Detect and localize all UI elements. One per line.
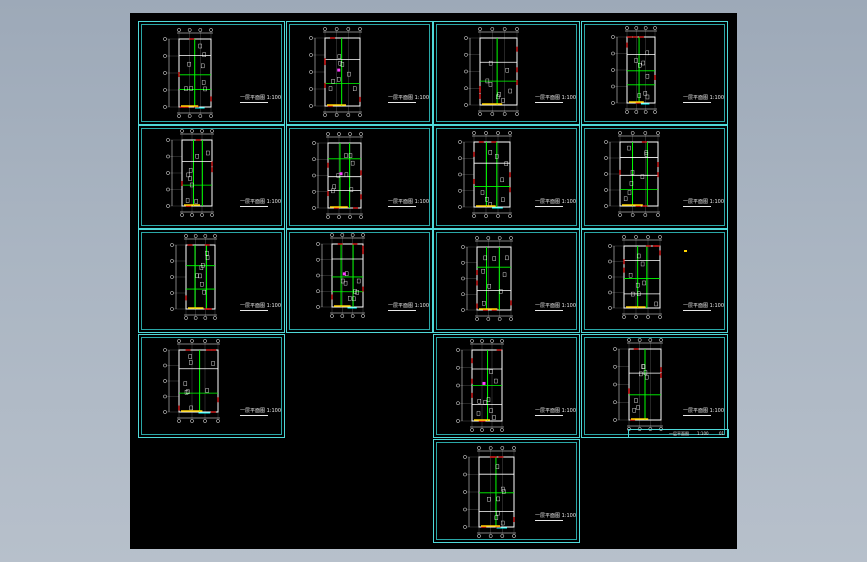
sheet-caption: 一层平面图 1:100	[683, 95, 724, 101]
floor-plan-drawing	[458, 131, 512, 218]
drawing-sheet-7[interactable]: 一层平面图 1:100	[433, 125, 580, 229]
drawing-sheet-11[interactable]: 一层平面图 1:100	[433, 229, 580, 333]
title-block: 一层平面图 1:100 01	[628, 429, 729, 438]
drawing-sheet-2[interactable]: 一层平面图 1:100	[286, 21, 433, 125]
sheet-caption: 一层平面图 1:100	[535, 303, 576, 309]
caption-underline	[240, 206, 268, 207]
sheet-caption: 一层平面图 1:100	[388, 95, 429, 101]
sheet-caption: 一层平面图 1:100	[240, 303, 281, 309]
caption-underline	[388, 102, 416, 103]
floor-plan-drawing	[166, 129, 214, 217]
sheet-caption: 一层平面图 1:100	[535, 199, 576, 205]
sheet-caption: 一层平面图 1:100	[535, 513, 576, 519]
sheet-caption: 一层平面图 1:100	[683, 303, 724, 309]
sheet-caption: 一层平面图 1:100	[683, 408, 724, 414]
floor-plan-drawing	[163, 28, 213, 118]
floor-plan-drawing	[464, 27, 519, 116]
drawing-sheet-6[interactable]: 一层平面图 1:100	[286, 125, 433, 229]
title-block-scale: 1:100	[697, 431, 709, 436]
sheet-caption: 一层平面图 1:100	[240, 95, 281, 101]
drawing-sheet-5[interactable]: 一层平面图 1:100	[138, 125, 285, 229]
sheet-caption: 一层平面图 1:100	[683, 199, 724, 205]
caption-underline	[683, 415, 711, 416]
drawing-sheet-10[interactable]: 一层平面图 1:100	[286, 229, 433, 333]
stray-mark	[684, 250, 687, 252]
sheet-caption: 一层平面图 1:100	[388, 303, 429, 309]
floor-plan-drawing	[611, 26, 657, 114]
drawing-sheet-9[interactable]: 一层平面图 1:100	[138, 229, 285, 333]
drawing-sheet-1[interactable]: 一层平面图 1:100	[138, 21, 285, 125]
sheet-caption: 一层平面图 1:100	[240, 199, 281, 205]
caption-underline	[535, 415, 563, 416]
caption-underline	[683, 102, 711, 103]
caption-underline	[388, 310, 416, 311]
sheet-caption: 一层平面图 1:100	[240, 408, 281, 414]
caption-underline	[240, 102, 268, 103]
floor-plan-drawing	[613, 338, 663, 431]
floor-plan-drawing	[461, 236, 513, 321]
caption-underline	[683, 310, 711, 311]
caption-underline	[535, 310, 563, 311]
caption-underline	[535, 206, 563, 207]
drawing-sheet-3[interactable]: 一层平面图 1:100	[433, 21, 580, 125]
floor-plan-drawing	[316, 233, 365, 318]
floor-plan-drawing	[309, 27, 362, 117]
caption-underline	[683, 206, 711, 207]
caption-underline	[535, 520, 563, 521]
drawing-sheet-4[interactable]: 一层平面图 1:100	[581, 21, 728, 125]
drawing-sheet-13[interactable]: 一层平面图 1:100	[138, 334, 285, 438]
floor-plan-drawing	[312, 132, 363, 219]
floor-plan-drawing	[170, 234, 217, 320]
floor-plan-drawing	[163, 339, 220, 423]
caption-underline	[240, 415, 268, 416]
floor-plan-drawing	[604, 131, 660, 217]
floor-plan-drawing	[463, 446, 516, 538]
drawing-sheet-15[interactable]: 一层平面图 1:100	[581, 334, 728, 438]
caption-underline	[535, 102, 563, 103]
sheet-caption: 一层平面图 1:100	[535, 408, 576, 414]
title-block-sheet-no: 01	[719, 431, 725, 436]
title-block-label: 一层平面图	[669, 431, 689, 436]
drawing-sheet-12[interactable]: 一层平面图 1:100	[581, 229, 728, 333]
drawing-sheet-8[interactable]: 一层平面图 1:100	[581, 125, 728, 229]
floor-plan-drawing	[456, 339, 504, 432]
drawing-sheet-16[interactable]: 一层平面图 1:100	[433, 439, 580, 543]
sheet-caption: 一层平面图 1:100	[388, 199, 429, 205]
caption-underline	[388, 206, 416, 207]
caption-underline	[240, 310, 268, 311]
floor-plan-drawing	[608, 235, 662, 319]
drawing-sheet-14[interactable]: 一层平面图 1:100	[433, 334, 580, 438]
sheet-caption: 一层平面图 1:100	[535, 95, 576, 101]
